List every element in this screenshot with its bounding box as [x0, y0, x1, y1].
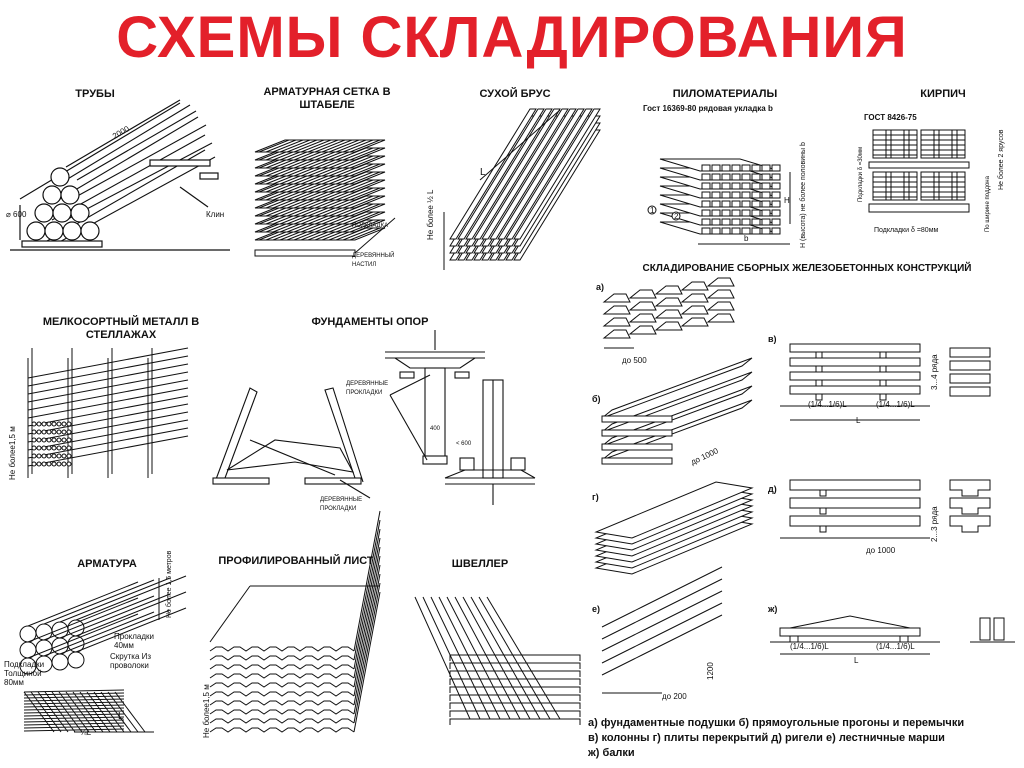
found-drawing — [212, 330, 536, 505]
pipes-drawing — [10, 99, 230, 251]
rebar-sub: Подкладки Толщиной 80мм — [4, 660, 45, 687]
prof-drawing — [209, 510, 381, 733]
rc-e-drawing — [601, 566, 723, 694]
legend-line-1: а) фундаментные подушки б) прямоугольные… — [588, 717, 965, 729]
brick-pad2: Подкладки δ =80мм — [874, 227, 939, 234]
prof-label: ПРОФИЛИРОВАННЫЙ ЛИСТ — [218, 555, 374, 567]
rebar-twist: Скрутка Из проволоки — [110, 652, 152, 670]
mesh-pad: ПОДКЛАДКА — [352, 223, 389, 229]
rc-zh-drawing — [770, 615, 1015, 655]
rc-zh-l: L — [854, 656, 859, 665]
rc-a-tag: а) — [596, 282, 605, 292]
rc-v-drawing — [780, 343, 991, 421]
found-400: 400 — [430, 426, 441, 432]
lumber-note: H (высота) не более половины b — [800, 142, 807, 248]
pipes-diameter: ⌀ 600 — [6, 210, 27, 219]
metal-max: Не более1,5 м — [8, 426, 17, 480]
rebar-drawing — [19, 575, 187, 733]
rebar-pads: Прокладки 40мм — [114, 632, 154, 650]
rc-d-tag: д) — [768, 484, 777, 494]
rc-g-drawing — [594, 481, 754, 575]
prof-max: Не более1,5 м — [202, 684, 211, 738]
brick-drawing — [868, 129, 970, 213]
legend-line-2: в) колонны г) плиты перекрытий д) ригели… — [588, 732, 945, 744]
pipes-label: ТРУБЫ — [75, 88, 115, 100]
brick-gost: ГОСТ 8426-75 — [864, 113, 917, 122]
chan-drawing — [414, 596, 581, 725]
rc-a-drawing — [602, 277, 735, 349]
rc-v-rows: 3...4 ряда — [930, 354, 939, 390]
mesh-deck: ДЕРЕВЯННЫЙ НАСТИЛ — [352, 253, 395, 268]
rc-zh-f2: (1/4...1/6)L — [876, 642, 915, 651]
legend: а) фундаментные подушки б) прямоугольные… — [588, 716, 964, 761]
rebar-max: Не более 1,5 метров — [166, 550, 173, 618]
pipes-wedge: Клин — [206, 210, 225, 219]
rc-v-f1: (1/4...1/6)L — [808, 400, 847, 409]
brick-width: По ширине поддона — [985, 176, 991, 232]
found-600: < 600 — [456, 441, 472, 447]
found-label: ФУНДАМЕНТЫ ОПОР — [311, 316, 429, 328]
rc-v-tag: в) — [768, 334, 777, 344]
rc-b-tag: б) — [592, 394, 601, 404]
timber-label: СУХОЙ БРУС — [479, 88, 551, 100]
rc-b-drawing — [601, 357, 753, 465]
timber-drawing — [443, 108, 601, 270]
rc-v-f2: (1/4...1/6)L — [876, 400, 915, 409]
found-pads-bottom: ДЕРЕВЯННЫЕ ПРОКЛАДКИ — [320, 497, 363, 512]
brick-tiers: Не более 2 ярусов — [998, 129, 1005, 190]
lumber-gost: Гост 16369-80 рядовая укладка b — [643, 104, 773, 113]
rc-d-drawing — [780, 479, 991, 539]
rc-d-dim: до 1000 — [866, 546, 896, 555]
lumber-drawing — [647, 158, 791, 245]
lumber-n2: 2 — [674, 212, 679, 221]
rc-e-dim2: до 200 — [662, 692, 687, 701]
page-title: СХЕМЫ СКЛАДИРОВАНИЯ — [116, 5, 908, 70]
metal-drawing — [27, 347, 189, 478]
brick-label: КИРПИЧ — [920, 88, 966, 100]
rebar-l: L — [118, 711, 124, 722]
rc-zh-f1: (1/4...1/6)L — [790, 642, 829, 651]
rebar-quarter: ¼L — [80, 728, 92, 737]
rc-label: СКЛАДИРОВАНИЕ СБОРНЫХ ЖЕЛЕЗОБЕТОННЫХ КОН… — [642, 263, 972, 274]
found-pads-top: ДЕРЕВЯННЫЕ ПРОКЛАДКИ — [346, 381, 389, 396]
rc-v-l: L — [856, 416, 861, 425]
brick-pad1: Подкладки δ =30мм — [858, 146, 864, 202]
mesh-drawing — [254, 139, 396, 257]
rebar-label: АРМАТУРА — [77, 558, 137, 570]
timber-len: L — [480, 167, 486, 178]
mesh-label: АРМАТУРНАЯ СЕТКА В ШТАБЕЛЕ — [263, 86, 391, 111]
rc-a-dim: до 500 — [622, 356, 647, 365]
legend-line-3: ж) балки — [588, 747, 635, 759]
lumber-h: H — [784, 196, 790, 205]
rc-zh-tag: ж) — [768, 604, 778, 614]
rc-e-dim1: 1200 — [706, 662, 715, 680]
chan-label: ШВЕЛЛЕР — [451, 558, 509, 570]
metal-label: МЕЛКОСОРТНЫЙ МЕТАЛЛ В СТЕЛЛАЖАХ — [42, 316, 200, 341]
rc-e-tag: е) — [592, 604, 601, 614]
lumber-n1: 1 — [650, 206, 655, 215]
timber-max: Не более ½ L — [426, 189, 435, 240]
lumber-label: ПИЛОМАТЕРИАЛЫ — [672, 88, 778, 100]
rc-g-tag: г) — [592, 492, 599, 502]
rc-d-rows: 2...3 ряда — [930, 506, 939, 542]
lumber-b: b — [744, 234, 749, 243]
